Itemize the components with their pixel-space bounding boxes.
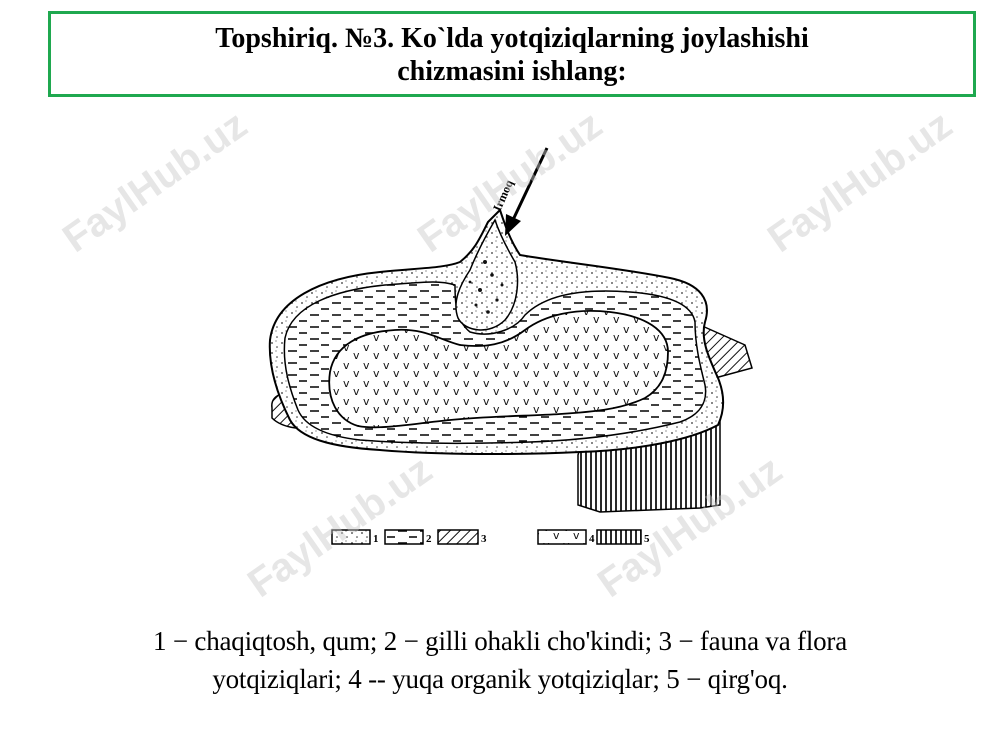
tributary-sand-fan (455, 218, 519, 331)
svg-text:2: 2 (426, 533, 432, 545)
legend-item-5: 5 (596, 529, 650, 545)
diagram-legend: 1 2 3 4 5 (331, 529, 650, 545)
legend-item-4: 4 (537, 529, 595, 545)
organic-core (328, 309, 669, 429)
svg-text:3: 3 (481, 533, 487, 545)
svg-text:4: 4 (589, 533, 595, 545)
legend-item-1: 1 (331, 529, 379, 545)
svg-text:5: 5 (644, 533, 650, 545)
title-line-2: chizmasini ishlang: (397, 56, 627, 87)
caption-line-2: yotqiziqlari; 4 -- yuqa organik yotqiziq… (212, 664, 788, 694)
tributary-arrow (505, 147, 549, 236)
title-line-1: Topshiriq. №3. Ko`lda yotqiziqlarning jo… (215, 23, 809, 54)
legend-item-2: 2 (384, 529, 432, 545)
lake-sediment-diagram: v v Irmoq 1 2 (268, 147, 753, 545)
svg-text:1: 1 (373, 533, 379, 545)
tributary-sand-dots (468, 260, 504, 314)
title-box: Topshiriq. №3. Ko`lda yotqiziqlarning jo… (48, 11, 976, 97)
caption-line-1: 1 − chaqiqtosh, qum; 2 − gilli ohakli ch… (152, 626, 848, 656)
legend-item-3: 3 (437, 529, 487, 545)
tributary-label: Irmoq (490, 177, 516, 213)
